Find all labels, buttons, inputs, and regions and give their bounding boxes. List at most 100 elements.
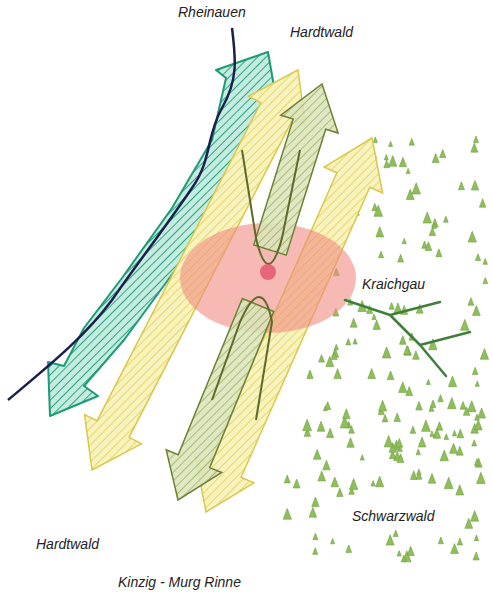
- tree-mark: [473, 136, 478, 143]
- tree-mark: [396, 438, 403, 447]
- tree-mark: [432, 223, 436, 228]
- tree-mark: [479, 199, 485, 207]
- tree-mark: [334, 344, 338, 350]
- kraichgau-valley: [345, 300, 470, 376]
- green-arrows: [166, 84, 338, 500]
- tree-mark: [426, 379, 430, 384]
- tree-mark: [468, 298, 474, 306]
- tree-mark: [376, 476, 384, 487]
- tree-mark: [432, 154, 439, 163]
- tree-mark: [475, 459, 480, 465]
- tree-mark: [457, 538, 462, 545]
- city-centre: [260, 264, 276, 280]
- tree-mark: [331, 352, 337, 360]
- tree-mark: [347, 438, 354, 447]
- tree-mark: [394, 413, 401, 421]
- tree-mark: [472, 440, 477, 446]
- tree-mark: [376, 227, 384, 237]
- tree-mark: [398, 446, 402, 452]
- tree-mark: [423, 212, 431, 223]
- tree-mark: [384, 436, 393, 447]
- tree-mark: [313, 548, 318, 555]
- tree-mark: [346, 545, 352, 552]
- tree-mark: [397, 454, 404, 463]
- green-corridor-outline: [242, 150, 300, 264]
- tree-mark: [389, 156, 397, 167]
- green-corridor-outline: [212, 297, 272, 420]
- tree-mark: [473, 552, 479, 560]
- tree-mark: [384, 155, 388, 160]
- tree-mark: [319, 355, 325, 362]
- tree-mark: [471, 143, 478, 152]
- tree-mark: [346, 339, 351, 345]
- tree-mark: [343, 409, 351, 419]
- tree-mark: [440, 450, 448, 461]
- tree-mark: [473, 305, 481, 315]
- tree-mark: [389, 141, 393, 146]
- green-arrow: [166, 299, 274, 501]
- tree-mark: [416, 402, 423, 410]
- tree-mark: [334, 369, 342, 379]
- tree-mark: [428, 473, 436, 483]
- tree-mark: [461, 319, 469, 330]
- tree-mark: [472, 367, 478, 374]
- corridor-arrows: [85, 70, 383, 512]
- tree-mark: [425, 242, 432, 251]
- tree-mark: [402, 238, 406, 244]
- tree-mark: [382, 347, 391, 358]
- tree-mark: [398, 254, 404, 262]
- tree-mark: [406, 387, 413, 396]
- tree-mark: [349, 479, 357, 490]
- tree-mark: [313, 449, 321, 459]
- tree-mark: [467, 401, 476, 412]
- tree-mark: [438, 537, 443, 544]
- tree-mark: [382, 414, 388, 421]
- tree-mark: [393, 530, 398, 536]
- tree-mark: [456, 446, 463, 455]
- tree-mark: [325, 402, 331, 410]
- tree-mark: [480, 349, 488, 360]
- tree-mark: [317, 421, 325, 431]
- tree-mark: [331, 477, 339, 487]
- tree-mark: [283, 508, 291, 519]
- forest-texture: [283, 136, 488, 562]
- tree-mark: [372, 314, 376, 320]
- tree-mark: [448, 376, 456, 387]
- tree-mark: [450, 443, 458, 453]
- tree-mark: [360, 455, 364, 460]
- tree-mark: [404, 346, 411, 355]
- tree-mark: [309, 507, 316, 517]
- tree-mark: [373, 320, 380, 329]
- tree-mark: [323, 460, 330, 470]
- tree-mark: [417, 469, 422, 475]
- tree-mark: [379, 251, 384, 258]
- tree-mark: [477, 472, 486, 483]
- tree-mark: [475, 458, 482, 467]
- tree-mark: [418, 437, 426, 447]
- tree-mark: [444, 434, 449, 440]
- tree-mark: [436, 249, 442, 257]
- tree-mark: [440, 149, 446, 157]
- tree-mark: [327, 428, 334, 437]
- tree-mark: [430, 431, 434, 436]
- tree-mark: [465, 518, 473, 528]
- tree-mark: [303, 419, 312, 431]
- tree-mark: [471, 180, 478, 190]
- region-label: Hardtwald: [36, 536, 99, 553]
- tree-mark: [371, 480, 375, 486]
- tree-mark: [430, 400, 436, 407]
- tree-mark: [410, 471, 417, 480]
- tree-mark: [444, 216, 449, 222]
- tree-mark: [456, 485, 464, 495]
- region-label: Rheinauen: [178, 4, 246, 21]
- tree-mark: [458, 182, 464, 190]
- tree-mark: [293, 479, 300, 488]
- tree-mark: [368, 369, 376, 379]
- tree-mark: [406, 168, 410, 173]
- tree-mark: [386, 535, 394, 545]
- tree-mark: [438, 395, 443, 402]
- tree-mark: [353, 339, 357, 344]
